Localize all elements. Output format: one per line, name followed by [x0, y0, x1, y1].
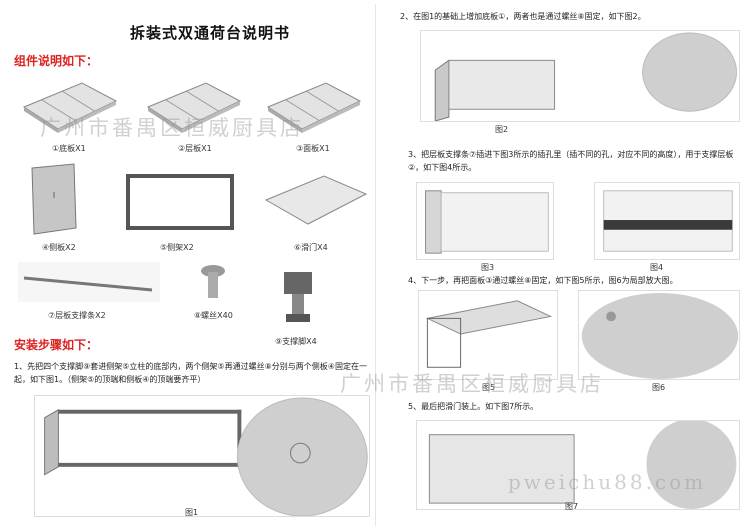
part-label: ⑧螺丝X40 [194, 311, 233, 320]
part-label: ⑦层板支撑条X2 [48, 311, 106, 320]
part-label: ⑨支撑脚X4 [275, 337, 317, 346]
install-heading: 安装步骤如下： [14, 338, 99, 352]
figure-1-image [34, 395, 370, 517]
step-1-text: 1、先把四个支撑脚⑨套进侧架⑤立柱的底部内，两个侧架⑤再通过螺丝⑧分别与两个侧板… [14, 362, 367, 384]
figure-1-caption: 图1 [185, 508, 199, 517]
part-bottom-board-image [18, 75, 120, 137]
shop-watermark: 广州市番禺区桓威厨具店 [40, 116, 304, 140]
step-3-text: 3、把层板支撑条⑦插进下图3所示的插孔里（插不同的孔，对应不同的高度），用于支撑… [408, 150, 734, 172]
figure-3-caption: 图3 [481, 263, 495, 272]
part-side-frame-image [122, 170, 238, 236]
url-watermark: pweichu88.com [508, 470, 707, 494]
part-sliding-door-image [262, 170, 370, 230]
part-label: ②层板X1 [178, 144, 212, 153]
figure-4-image [594, 182, 740, 260]
figure-5-caption: 图5 [482, 383, 496, 392]
column-divider [375, 4, 376, 526]
part-label: ⑥滑门X4 [294, 243, 328, 252]
step-2-text: 2、在图1的基础上增加底板①，两者也是通过螺丝⑧固定，如下图2。 [400, 12, 646, 21]
part-screw-image [196, 262, 230, 304]
figure-7-caption: 图7 [565, 502, 579, 511]
figure-3-image [416, 182, 554, 260]
part-shelf-image [142, 75, 244, 137]
part-side-board-image [26, 162, 82, 238]
figure-6-image [578, 290, 740, 380]
step-4-text: 4、下一步，再把面板③通过螺丝⑧固定，如下图5所示，图6为局部放大图。 [408, 276, 678, 285]
figure-5-image [418, 290, 558, 380]
part-support-foot-image [266, 266, 330, 328]
figure-2-caption: 图2 [495, 125, 509, 134]
figure-7-image [416, 420, 740, 510]
shop-watermark: 广州市番禺区桓威厨具店 [340, 372, 604, 396]
part-label: ④侧板X2 [42, 243, 76, 252]
figure-6-caption: 图6 [652, 383, 666, 392]
part-label: ⑤侧架X2 [160, 243, 194, 252]
page-title: 拆装式双通荷台说明书 [130, 24, 291, 42]
part-top-panel-image [262, 75, 364, 137]
part-support-strip-image [18, 262, 160, 302]
part-label: ③面板X1 [296, 144, 330, 153]
figure-2-image [420, 30, 740, 122]
figure-4-caption: 图4 [650, 263, 664, 272]
parts-heading: 组件说明如下： [14, 54, 99, 68]
step-5-text: 5、最后把滑门装上。如下图7所示。 [408, 402, 539, 411]
part-label: ①底板X1 [52, 144, 86, 153]
